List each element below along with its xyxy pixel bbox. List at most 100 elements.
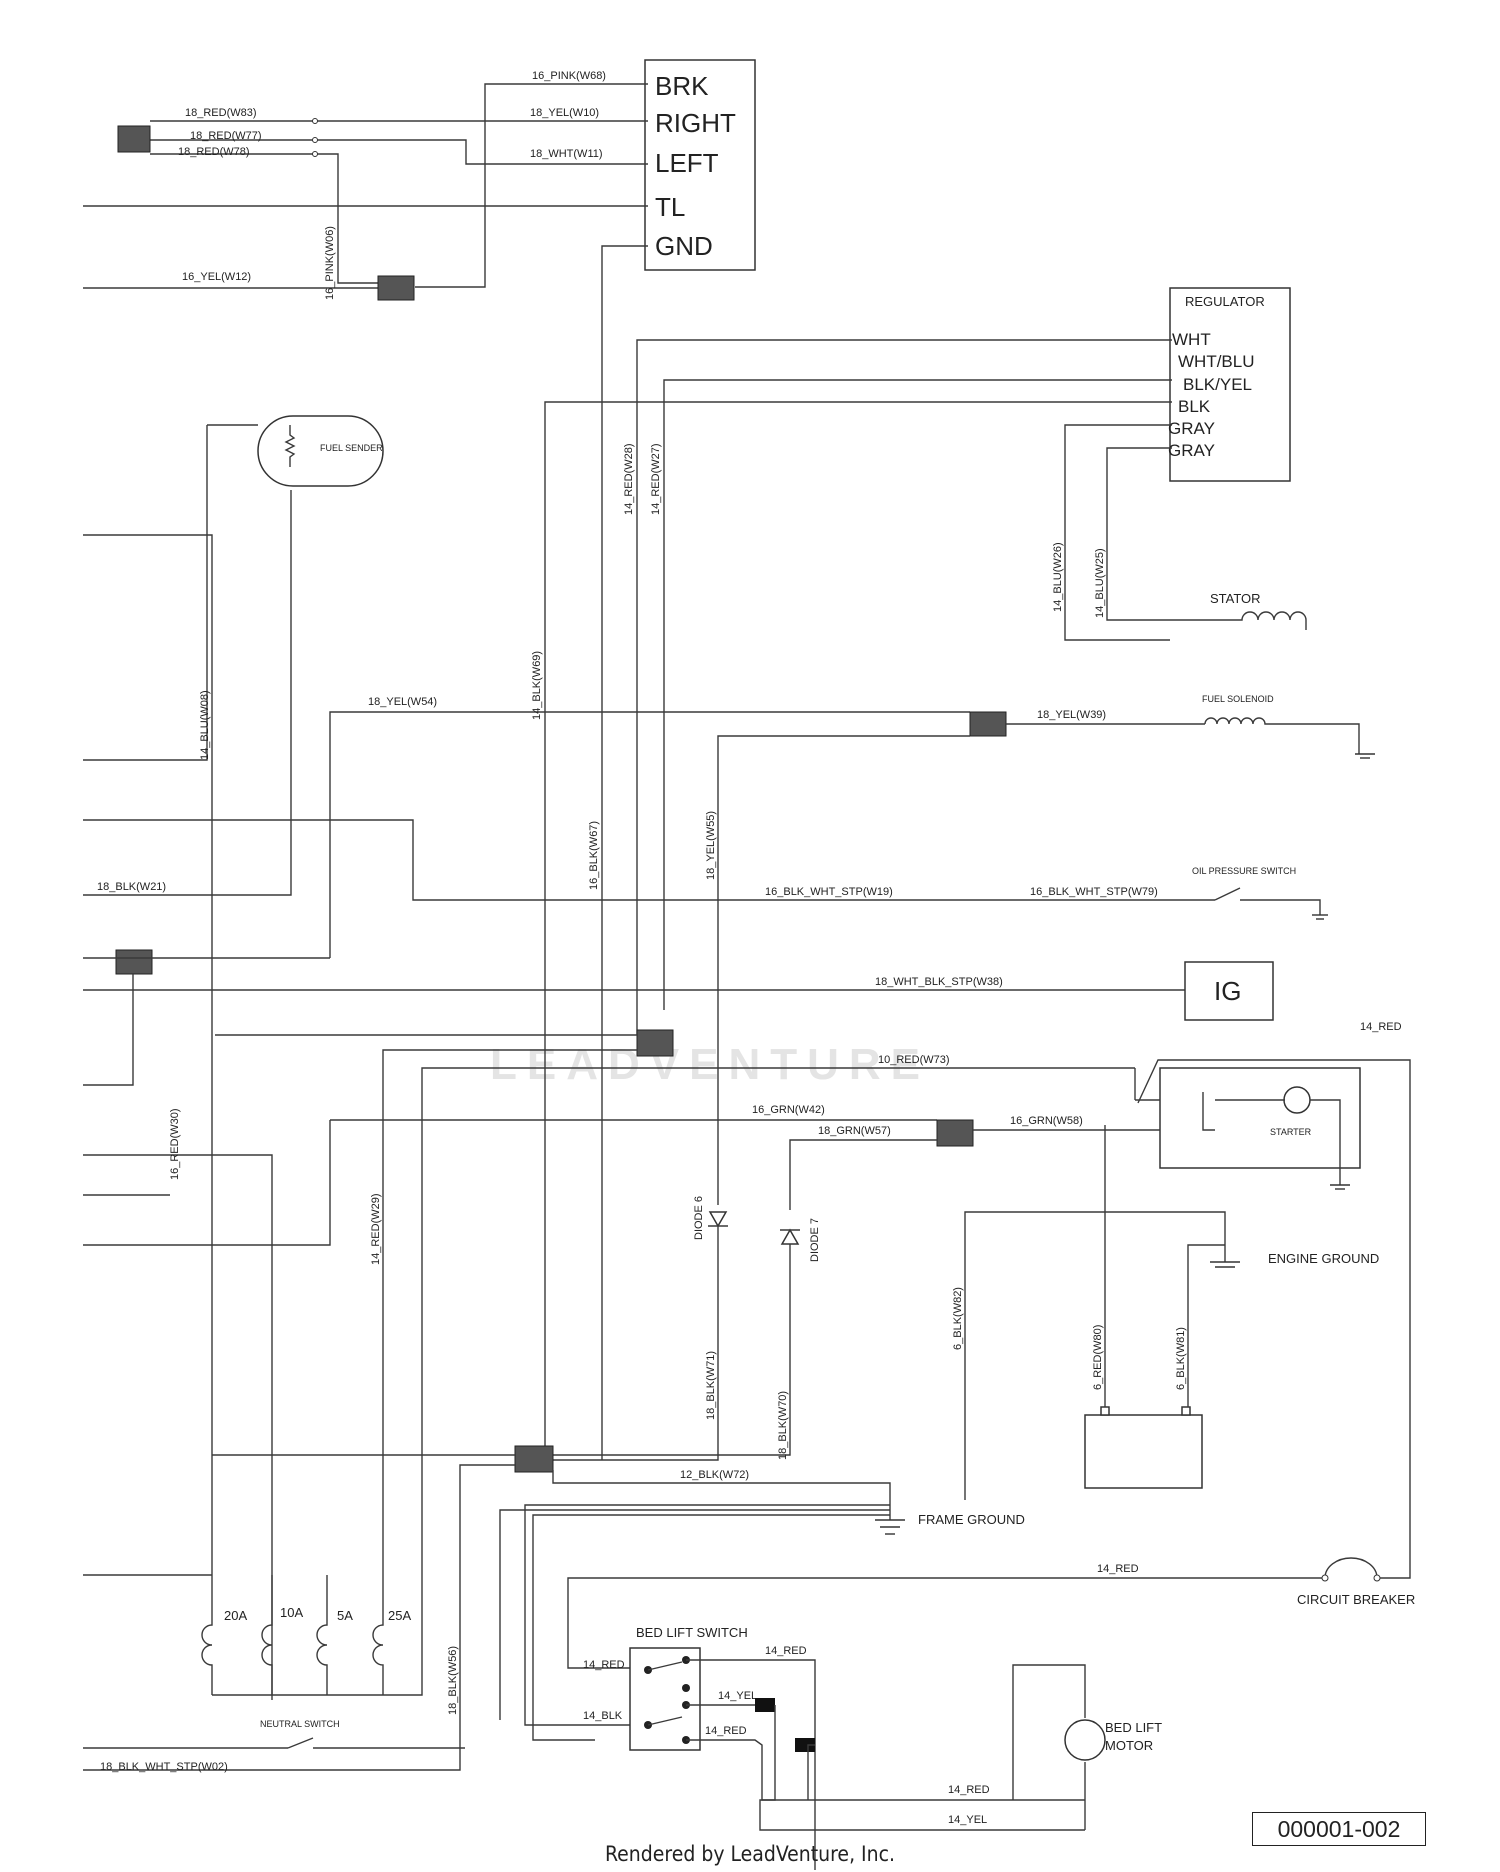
reg-terminal-gray-2: GRAY <box>1168 441 1215 460</box>
label-w39: 18_YEL(W39) <box>1037 709 1106 721</box>
wire-w08 <box>83 534 213 1575</box>
wire-w73 <box>421 1067 1135 1575</box>
wire-left-7 <box>83 1120 331 1246</box>
reg-terminal-wht: WHT <box>1172 330 1211 349</box>
label-w77: 18_RED(W77) <box>190 130 262 142</box>
reg-terminal-blk: BLK <box>1178 397 1211 416</box>
neutral-switch <box>287 1737 314 1749</box>
ignition-label: IG <box>1214 976 1241 1006</box>
wire-w28 <box>636 339 1172 1035</box>
connector-brake-red <box>117 125 151 153</box>
label-switch-blk: 14_BLK <box>583 1710 623 1722</box>
label-w38: 18_WHT_BLK_STP(W38) <box>875 976 1003 988</box>
connector-left <box>115 949 153 975</box>
label-w72: 12_BLK(W72) <box>680 1469 749 1481</box>
label-w57: 18_GRN(W57) <box>818 1125 891 1137</box>
fuse-5a <box>316 1575 328 1695</box>
wire-w69 <box>544 401 1172 1460</box>
label-14red-top: 14_RED <box>1360 1021 1402 1033</box>
label-w02: 18_BLK_WHT_STP(W02) <box>100 1761 228 1773</box>
fuse-block: 20A 10A 5A 25A <box>83 1574 423 1696</box>
reg-terminal-gray-1: GRAY <box>1168 419 1215 438</box>
fuse-25a <box>372 1575 384 1695</box>
frame-ground-label: FRAME GROUND <box>918 1512 1025 1527</box>
oil-pressure-switch <box>1214 887 1241 901</box>
connector-harness-lower <box>514 1445 554 1473</box>
label-w25: 14_BLU(W25) <box>1094 548 1106 618</box>
wire-w26 <box>1064 424 1172 641</box>
label-w12: 16_YEL(W12) <box>182 271 251 283</box>
wire-motor-top <box>1012 1664 1086 1800</box>
starter-label: STARTER <box>1270 1127 1312 1137</box>
label-14red-mid: 14_RED <box>1097 1563 1139 1575</box>
bed-lift-motor <box>1064 1719 1106 1761</box>
label-w27: 14_RED(W27) <box>650 443 662 515</box>
fuel-sender <box>257 415 384 487</box>
wire-14red-breaker <box>1137 1059 1411 1579</box>
label-w54: 18_YEL(W54) <box>368 696 437 708</box>
diode-7-label: DIODE 7 <box>809 1218 821 1262</box>
part-number: 000001-002 <box>1252 1812 1426 1846</box>
oil-switch-label: OIL PRESSURE SWITCH <box>1192 866 1296 876</box>
wire-gnd <box>601 245 648 1460</box>
wire-left-5 <box>83 974 134 1086</box>
wire-w25 <box>1106 447 1172 621</box>
label-w56: 18_BLK(W56) <box>447 1646 459 1715</box>
label-w28: 14_RED(W28) <box>623 443 635 515</box>
label-w58: 16_GRN(W58) <box>1010 1115 1083 1127</box>
wire-w81 <box>1187 1244 1225 1375</box>
wire-w70 <box>553 1244 791 1456</box>
label-w83: 18_RED(W83) <box>185 107 257 119</box>
circuit-breaker-icon <box>1324 1557 1378 1579</box>
wire-w68 <box>415 83 648 288</box>
label-w19: 16_BLK_WHT_STP(W19) <box>765 886 893 898</box>
ignition <box>1184 961 1274 1021</box>
wire-w77 <box>150 139 648 165</box>
battery <box>1084 1414 1203 1489</box>
diode-6-icon <box>708 1211 728 1228</box>
label-motor-red: 14_RED <box>948 1784 990 1796</box>
wire-w27 <box>663 379 1172 1010</box>
wire-w54 <box>329 711 970 958</box>
wire-w19 <box>83 819 1215 901</box>
label-w08: 14_BLU(W08) <box>199 690 211 760</box>
engine-ground-label: ENGINE GROUND <box>1268 1251 1379 1266</box>
label-switch-red1: 14_RED <box>765 1645 807 1657</box>
regulator <box>1169 287 1291 482</box>
circuit-breaker-label: CIRCUIT BREAKER <box>1297 1592 1415 1607</box>
neutral-switch-label: NEUTRAL SWITCH <box>260 1719 340 1729</box>
terminal-tl: TL <box>655 192 685 222</box>
fuse-label-20a: 20A <box>224 1608 247 1623</box>
label-w80: 6_RED(W80) <box>1092 1325 1104 1390</box>
regulator-title: REGULATOR <box>1185 294 1265 309</box>
label-switch-red-in: 14_RED <box>583 1659 625 1671</box>
label-w30: 16_RED(W30) <box>169 1108 181 1180</box>
label-w73: 10_RED(W73) <box>878 1054 950 1066</box>
footer-credit: Rendered by LeadVenture, Inc. <box>605 1842 895 1866</box>
label-w81: 6_BLK(W81) <box>1175 1327 1187 1390</box>
fuel-solenoid-label: FUEL SOLENOID <box>1202 694 1274 704</box>
fuel-solenoid-coil <box>1204 717 1360 754</box>
label-w69: 14_BLK(W69) <box>531 651 543 720</box>
reg-terminal-blk-yel: BLK/YEL <box>1183 375 1252 394</box>
wire-w72 <box>552 1470 891 1500</box>
bed-lift-motor-label-2: MOTOR <box>1105 1738 1153 1753</box>
bed-lift-switch-label: BED LIFT SWITCH <box>636 1625 748 1640</box>
label-w70: 18_BLK(W70) <box>777 1391 789 1460</box>
connector-red <box>795 1738 815 1752</box>
starter-motor-icon <box>1283 1086 1311 1114</box>
wire-w55 <box>717 735 970 1205</box>
wire-w30 <box>83 1154 273 1700</box>
terminal-brk: BRK <box>655 71 709 101</box>
wire-left-3 <box>83 425 208 761</box>
label-w29: 14_RED(W29) <box>370 1193 382 1265</box>
terminal-gnd: GND <box>655 231 713 261</box>
label-w78: 18_RED(W78) <box>178 146 250 158</box>
terminal-right: RIGHT <box>655 108 736 138</box>
wire-frame-blk <box>499 1509 890 1720</box>
wire-w29 <box>382 1049 637 1575</box>
diode-6-label: DIODE 6 <box>693 1196 705 1240</box>
label-switch-red2: 14_RED <box>705 1725 747 1737</box>
label-w71: 18_BLK(W71) <box>705 1351 717 1420</box>
